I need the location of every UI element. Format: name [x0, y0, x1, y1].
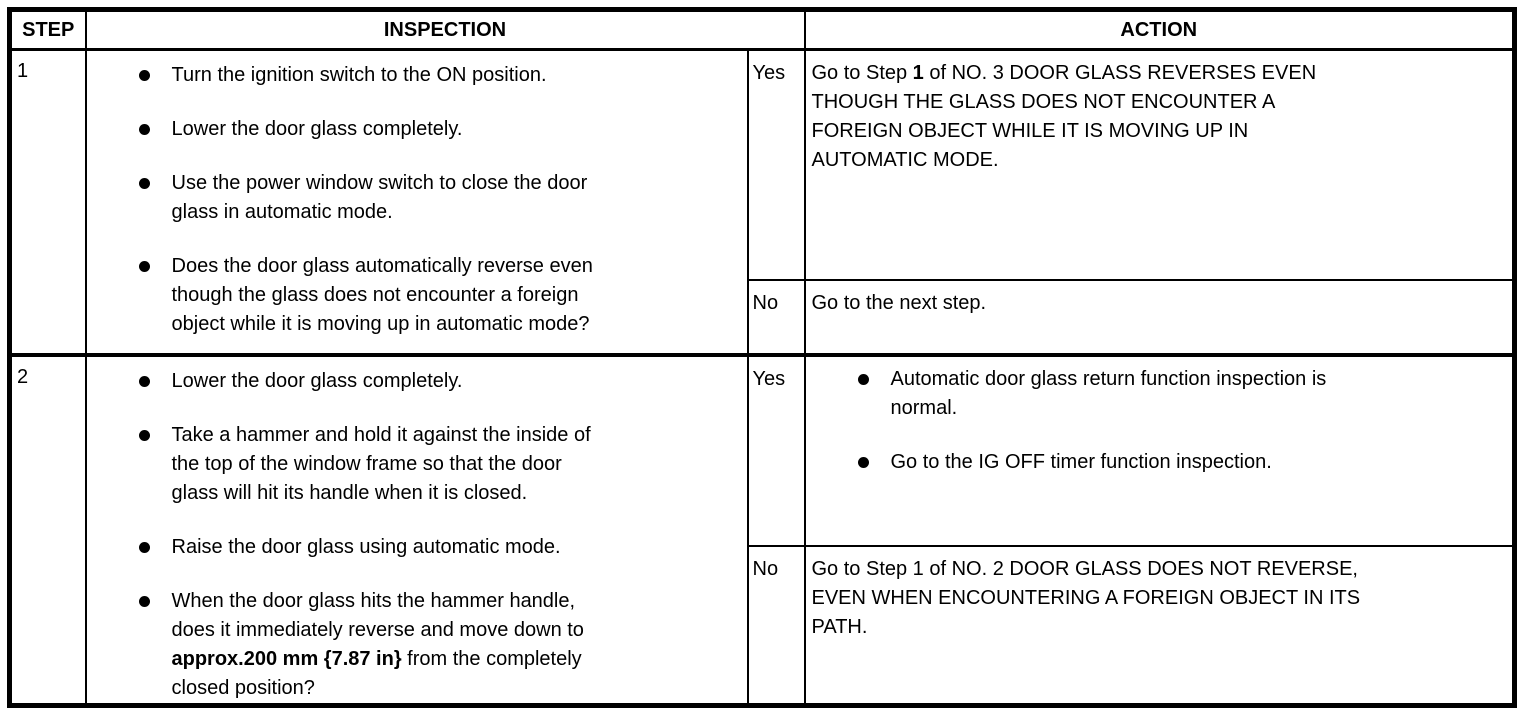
- step2-yes-action-list: Automatic door glass return function ins…: [812, 365, 1505, 477]
- step1-yes-label-cell: Yes: [746, 48, 806, 281]
- step2-inspection-list: Lower the door glass completely. Take a …: [93, 367, 743, 703]
- bullet-icon: [138, 70, 150, 81]
- bullet-icon: [857, 456, 869, 468]
- step1-inspection-cell: Turn the ignition switch to the ON posit…: [84, 48, 749, 356]
- inspection-item: Turn the ignition switch to the ON posit…: [138, 61, 743, 90]
- step2-yes-row: 2 Lower the door glass completely. Take …: [8, 352, 1516, 707]
- inspection-item-text: Take a hammer and hold it against the in…: [171, 423, 591, 504]
- inspection-item-text: When the door glass hits the hammer hand…: [171, 589, 584, 699]
- inspection-item: Does the door glass automatically revers…: [138, 252, 743, 339]
- bullet-icon: [138, 124, 150, 135]
- table-header-row: STEP INSPECTION ACTION: [8, 8, 1516, 51]
- step1-no-action-cell: Go to the next step.: [803, 278, 1516, 356]
- inspection-item-text: Lower the door glass completely.: [171, 118, 463, 140]
- inspection-item: When the door glass hits the hammer hand…: [138, 587, 743, 703]
- action-item: Go to the IG OFF timer function inspecti…: [857, 448, 1505, 477]
- action-item: Automatic door glass return function ins…: [857, 365, 1505, 423]
- action-text: Go to the next step.: [811, 291, 987, 314]
- bullet-icon: [138, 429, 150, 441]
- bullet-icon: [138, 541, 150, 553]
- step1-no-row: No Go to the next step.: [10, 278, 1516, 356]
- inspection-item: Lower the door glass completely.: [138, 115, 743, 144]
- step1-number-cell: 1: [8, 48, 87, 356]
- step2-yes-action-cell: Automatic door glass return function ins…: [803, 352, 1516, 547]
- bullet-icon: [138, 178, 150, 189]
- step2-yes-label-cell: Yes: [746, 352, 806, 547]
- step2-number-cell: 2: [8, 352, 87, 707]
- bullet-icon: [138, 261, 150, 272]
- bullet-icon: [857, 373, 869, 385]
- inspection-item: Lower the door glass completely.: [138, 367, 743, 396]
- step2-no-row: No Go to Step 1 of NO. 2 DOOR GLASS DOES…: [10, 544, 1516, 707]
- inspection-item: Raise the door glass using automatic mod…: [138, 533, 743, 562]
- action-text: Go to Step 1 of NO. 3 DOOR GLASS REVERSE…: [811, 62, 1317, 171]
- action-text: Go to Step 1 of NO. 2 DOOR GLASS DOES NO…: [811, 557, 1361, 638]
- inspection-item-text: Raise the door glass using automatic mod…: [171, 535, 561, 558]
- inspection-item-text: Turn the ignition switch to the ON posit…: [171, 64, 547, 86]
- step2-inspection-cell: Lower the door glass completely. Take a …: [84, 352, 749, 707]
- step1-yes-row: 1 Turn the ignition switch to the ON pos…: [8, 48, 1516, 356]
- inspection-item: Take a hammer and hold it against the in…: [138, 421, 743, 508]
- header-action: ACTION: [803, 8, 1516, 51]
- inspection-item-text: Use the power window switch to close the…: [171, 172, 588, 223]
- action-item-text: Go to the IG OFF timer function inspecti…: [890, 450, 1272, 473]
- step2-no-action-cell: Go to Step 1 of NO. 2 DOOR GLASS DOES NO…: [803, 544, 1516, 707]
- step1-yes-action-cell: Go to Step 1 of NO. 3 DOOR GLASS REVERSE…: [803, 48, 1516, 281]
- step1-no-label-cell: No: [746, 278, 806, 356]
- diagnostic-table: STEP INSPECTION ACTION 1 Turn the igniti…: [7, 7, 1517, 708]
- header-inspection: INSPECTION: [84, 8, 806, 51]
- header-step: STEP: [8, 8, 87, 51]
- action-item-text: Automatic door glass return function ins…: [890, 367, 1327, 419]
- step1-inspection-list: Turn the ignition switch to the ON posit…: [93, 61, 743, 339]
- bullet-icon: [138, 595, 150, 607]
- inspection-item: Use the power window switch to close the…: [138, 169, 743, 227]
- step2-no-label-cell: No: [746, 544, 806, 707]
- inspection-item-text: Does the door glass automatically revers…: [171, 255, 593, 335]
- bullet-icon: [138, 375, 150, 387]
- inspection-item-text: Lower the door glass completely.: [171, 369, 463, 392]
